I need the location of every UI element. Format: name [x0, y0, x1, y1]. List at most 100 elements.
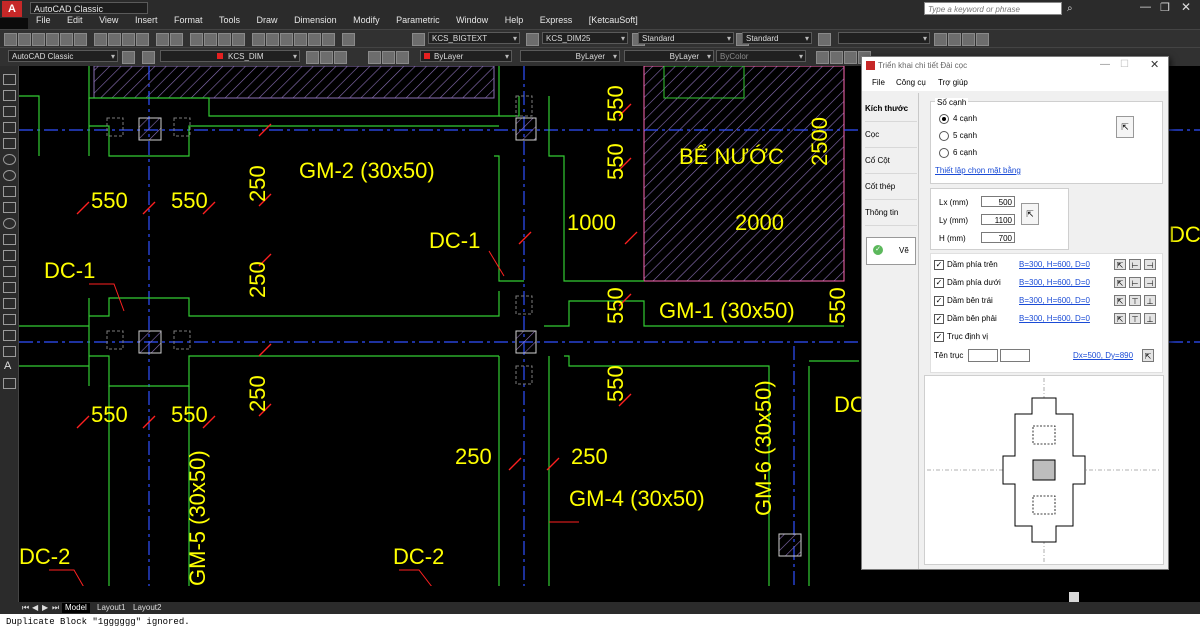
- axis-name-y-input[interactable]: [1000, 349, 1030, 362]
- workspace-dropdown[interactable]: AutoCAD Classic: [8, 50, 118, 63]
- menu-edit[interactable]: Edit: [67, 15, 83, 25]
- restore-button[interactable]: ❐: [1160, 2, 1170, 14]
- menu-ketcausoft[interactable]: [KetcauSoft]: [588, 15, 638, 25]
- plotstyle-dropdown[interactable]: ByColor: [716, 50, 806, 63]
- dialog-close-button[interactable]: ✕: [1150, 59, 1160, 71]
- axis-offset-link[interactable]: Dx=500, Dy=890: [1073, 351, 1134, 360]
- command-line[interactable]: Duplicate Block "1gggggg" ignored.: [0, 614, 1200, 630]
- text-style-dropdown[interactable]: KCS_BIGTEXT: [428, 32, 520, 45]
- zoom-previous-icon[interactable]: [232, 33, 245, 46]
- circle-icon[interactable]: [3, 170, 16, 181]
- design-center-icon[interactable]: [266, 33, 279, 46]
- help-icon[interactable]: [342, 33, 355, 46]
- beam-right-pick-icon[interactable]: ⇱: [1114, 313, 1126, 324]
- zoom-window-icon[interactable]: [218, 33, 231, 46]
- insert-block-icon[interactable]: [3, 250, 16, 261]
- rectangle-icon[interactable]: [3, 138, 16, 149]
- plot-icon[interactable]: [46, 33, 59, 46]
- menu-insert[interactable]: Insert: [134, 15, 158, 25]
- tab-dimensions[interactable]: Kích thước: [865, 97, 917, 122]
- close-button[interactable]: ✕: [1181, 0, 1192, 14]
- menu-parametric[interactable]: Parametric: [396, 15, 440, 25]
- spline-icon[interactable]: [3, 202, 16, 213]
- undo-icon[interactable]: [156, 33, 169, 46]
- beam-left-align-top-icon[interactable]: ⊤: [1129, 295, 1141, 306]
- extra-dropdown[interactable]: [838, 32, 930, 45]
- hscroll-thumb[interactable]: [1069, 592, 1079, 602]
- search-icon[interactable]: ⌕: [1067, 3, 1073, 14]
- tool4-icon[interactable]: [976, 33, 989, 46]
- beam-left-link[interactable]: B=300, H=600, D=0: [1019, 296, 1090, 305]
- axis-name-x-input[interactable]: [968, 349, 998, 362]
- pick-dims-button[interactable]: ⇱: [1021, 203, 1039, 225]
- setup-plan-link[interactable]: Thiết lập chọn mặt bằng: [935, 166, 1021, 175]
- tab-model[interactable]: Model: [62, 603, 90, 613]
- properties-icon[interactable]: [252, 33, 265, 46]
- pan-icon[interactable]: [190, 33, 203, 46]
- beam-top-checkbox[interactable]: ✓: [934, 260, 944, 270]
- open-icon[interactable]: [18, 33, 31, 46]
- color-dropdown[interactable]: ByLayer: [420, 50, 512, 63]
- sheet-set-icon[interactable]: [294, 33, 307, 46]
- match-properties-icon[interactable]: [136, 33, 149, 46]
- point-icon[interactable]: [3, 282, 16, 293]
- ly-input[interactable]: 1100: [981, 214, 1015, 225]
- dialog-minimize-button[interactable]: —: [1100, 59, 1110, 70]
- tool1-icon[interactable]: [934, 33, 947, 46]
- tab-info[interactable]: Thông tin: [865, 201, 917, 226]
- menu-view[interactable]: View: [99, 15, 119, 25]
- revision-cloud-icon[interactable]: [3, 186, 16, 197]
- markup-icon[interactable]: [308, 33, 321, 46]
- layer-state-icon[interactable]: [334, 51, 347, 64]
- menu-dimension[interactable]: Dimension: [294, 15, 337, 25]
- draw-button[interactable]: ✓ Vẽ: [866, 237, 916, 265]
- style3-icon[interactable]: [844, 51, 857, 64]
- polyline-icon[interactable]: [3, 106, 16, 117]
- menu-window[interactable]: Window: [456, 15, 489, 25]
- ellipse-icon[interactable]: [3, 218, 16, 229]
- tab-layout2[interactable]: Layout2: [133, 603, 162, 612]
- menu-modify[interactable]: Modify: [353, 15, 380, 25]
- dialog-menu-help[interactable]: Trợ giúp: [938, 78, 968, 87]
- tab-layout1[interactable]: Layout1: [97, 603, 126, 612]
- layer-previous-icon[interactable]: [320, 51, 333, 64]
- menu-help[interactable]: Help: [504, 15, 524, 25]
- workspace-settings-icon[interactable]: [122, 51, 135, 64]
- minimize-button[interactable]: —: [1140, 1, 1151, 13]
- radio-5-edges[interactable]: [939, 131, 949, 141]
- axis-pick-icon[interactable]: ⇱: [1142, 349, 1154, 362]
- quickcalc-icon[interactable]: [322, 33, 335, 46]
- preview-icon[interactable]: [60, 33, 73, 46]
- prop-tool1-icon[interactable]: [368, 51, 381, 64]
- beam-top-align-right-icon[interactable]: ⊣: [1144, 259, 1156, 270]
- polygon-icon[interactable]: [3, 122, 16, 133]
- beam-bottom-link[interactable]: B=300, H=600, D=0: [1019, 278, 1090, 287]
- style1-icon[interactable]: [816, 51, 829, 64]
- layer-manager-icon[interactable]: [142, 51, 155, 64]
- prop-tool3-icon[interactable]: [396, 51, 409, 64]
- ellipse-arc-icon[interactable]: [3, 234, 16, 245]
- lineweight-dropdown[interactable]: ByLayer: [624, 50, 714, 63]
- menu-file[interactable]: File: [36, 15, 51, 25]
- beam-right-align-bottom-icon[interactable]: ⊥: [1144, 313, 1156, 324]
- beam-left-checkbox[interactable]: ✓: [934, 296, 944, 306]
- radio-6-edges[interactable]: [939, 148, 949, 158]
- linetype-dropdown[interactable]: ByLayer: [520, 50, 620, 63]
- cut-icon[interactable]: [94, 33, 107, 46]
- beam-top-link[interactable]: B=300, H=600, D=0: [1019, 260, 1090, 269]
- line-icon[interactable]: [3, 74, 16, 85]
- style2-icon[interactable]: [830, 51, 843, 64]
- paste-icon[interactable]: [122, 33, 135, 46]
- gradient-icon[interactable]: [3, 314, 16, 325]
- arc-icon[interactable]: [3, 154, 16, 165]
- copy-icon[interactable]: [108, 33, 121, 46]
- tool3-icon[interactable]: [962, 33, 975, 46]
- prop-tool2-icon[interactable]: [382, 51, 395, 64]
- multileader-style-dropdown[interactable]: Standard: [742, 32, 812, 45]
- axis-checkbox[interactable]: ✓: [934, 332, 944, 342]
- pick-edges-button[interactable]: ⇱: [1116, 116, 1134, 138]
- search-box[interactable]: Type a keyword or phrase: [924, 2, 1062, 15]
- table-icon[interactable]: [3, 346, 16, 357]
- hatch-icon[interactable]: [3, 298, 16, 309]
- tab-nav-next-icon[interactable]: ▶: [42, 603, 49, 612]
